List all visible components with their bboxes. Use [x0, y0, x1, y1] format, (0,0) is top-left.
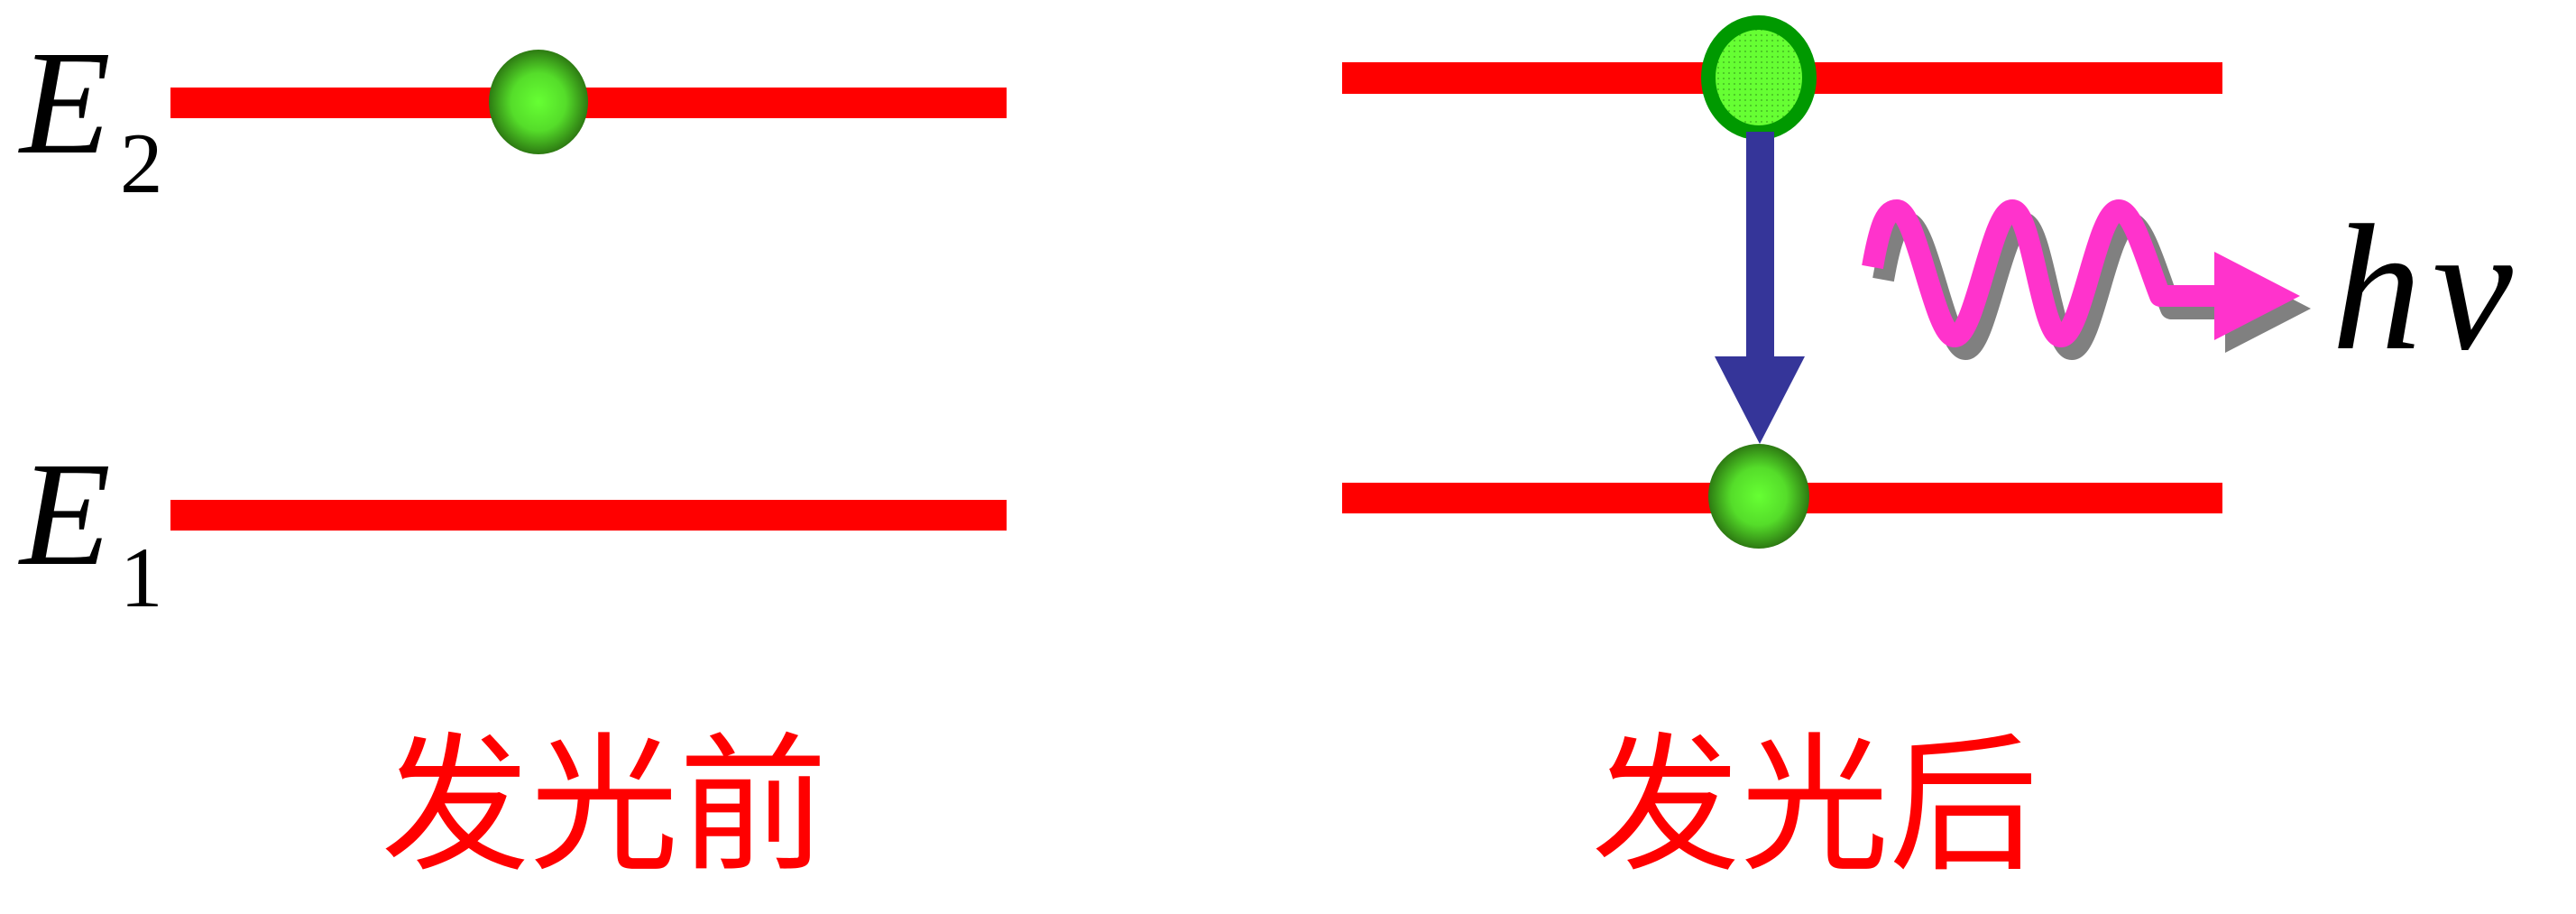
vacated-electron-position [1701, 15, 1817, 140]
electron-upper-level [489, 50, 588, 154]
photon-wave [1862, 199, 2201, 347]
caption-after: 发光后 [1592, 719, 2038, 892]
photon-arrowhead [2192, 252, 2300, 340]
upper-level-subscript: 2 [120, 115, 163, 211]
caption-before: 发光前 [382, 719, 828, 892]
upper-energy-level-line [170, 88, 1007, 118]
photon-energy-label: hν [2332, 189, 2513, 388]
transition-arrow [1715, 132, 1805, 444]
after-panel: hν 发光后 [1342, 15, 2513, 892]
photon-wave-arrow [1862, 199, 2311, 360]
electron-lower-level [1708, 444, 1809, 549]
lower-level-label: E [18, 431, 111, 596]
lower-level-subscript: 1 [120, 530, 163, 625]
upper-level-label: E [18, 20, 111, 185]
lower-energy-level-line [170, 500, 1007, 531]
before-panel: E 2 E 1 发光前 [18, 20, 1007, 892]
